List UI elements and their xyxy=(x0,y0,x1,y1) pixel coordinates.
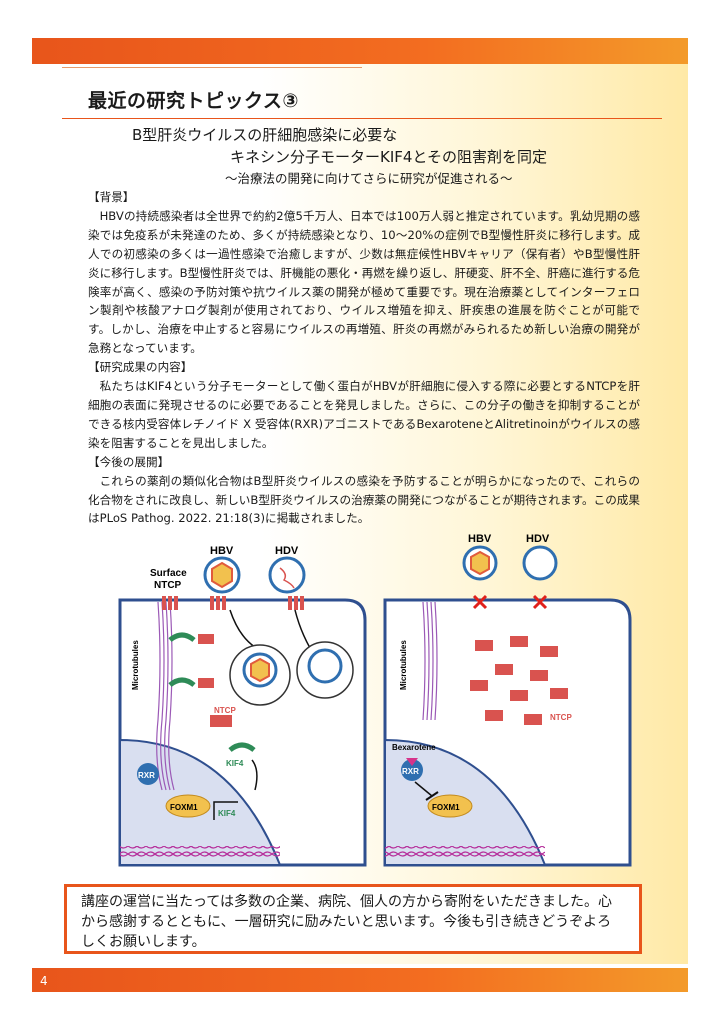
label-microtubules-left: Microtubules xyxy=(131,640,140,690)
foxm1-left xyxy=(165,794,211,818)
ntcp-free xyxy=(210,715,232,727)
mechanism-diagram-svg: Microtubules Surface NTCP HBV HDV xyxy=(118,533,632,867)
label-hbv-right: HBV xyxy=(468,533,492,545)
donation-notice: 講座の運営に当たっては多数の企業、病院、個人の方から寄附をいただきました。心から… xyxy=(64,884,642,954)
label-surface: Surface xyxy=(150,568,187,579)
surface-ntcp-shapes xyxy=(162,596,304,610)
article-body: 【背景】 HBVの持続感染者は全世界で約約2億5千万人、日本では100万人弱と推… xyxy=(88,188,640,528)
top-banner xyxy=(32,38,688,64)
label-kif4-gene: KIF4 xyxy=(218,809,236,818)
label-rxr-left: RXR xyxy=(138,771,155,780)
cytoplasmic-ntcp xyxy=(470,636,568,725)
foxm1-right xyxy=(427,794,473,818)
section-text-background: HBVの持続感染者は全世界で約約2億5千万人、日本では100万人弱と推定されてい… xyxy=(88,208,640,356)
right-panel: Microtubules HBV HDV NTCP Bexarotene RXR xyxy=(383,533,632,867)
hdv-particle-right xyxy=(522,545,558,581)
page-title: 最近の研究トピックス③ xyxy=(88,90,300,112)
left-panel: Microtubules Surface NTCP HBV HDV xyxy=(118,545,367,867)
subtitle-line-1: B型肝炎ウイルスの肝細胞感染に必要な xyxy=(132,126,398,144)
label-hdv-left: HDV xyxy=(275,545,299,557)
label-foxm1-right: FOXM1 xyxy=(432,803,460,812)
label-kif4-left: KIF4 xyxy=(226,759,244,768)
decor-line xyxy=(62,67,362,68)
label-hbv-left: HBV xyxy=(210,545,234,557)
microtubules-right xyxy=(422,601,438,721)
label-surface-ntcp: NTCP xyxy=(154,580,182,591)
rxr-left xyxy=(137,763,159,785)
section-text-outlook: これらの薬剤の類似化合物はB型肝炎ウイルスの感染を予防することが明らかになったの… xyxy=(88,473,640,526)
microtubules-left xyxy=(156,601,175,791)
dna-right xyxy=(385,846,545,858)
section-heading-background: 【背景】 xyxy=(88,190,135,204)
kif4-ntcp-cargo xyxy=(168,632,256,753)
rxr-right xyxy=(401,759,423,781)
section-heading-results: 【研究成果の内容】 xyxy=(88,360,193,375)
hdv-particle-left xyxy=(268,556,306,594)
label-bexarotene: Bexarotene xyxy=(392,743,436,752)
section-text-results: 私たちはKIF4という分子モーターとして働く蛋白がHBVが肝細胞に侵入する際に必… xyxy=(88,379,641,450)
page-number: 4 xyxy=(40,974,48,988)
subtitle-line-3: ～治療法の開発に向けてさらに研究が促進される～ xyxy=(225,171,513,186)
title-underline xyxy=(62,118,662,119)
label-microtubules-right: Microtubules xyxy=(399,640,408,690)
dna-left xyxy=(120,846,280,858)
label-rxr-right: RXR xyxy=(402,767,419,776)
block-x-marks xyxy=(472,594,548,610)
label-ntcp-right: NTCP xyxy=(550,713,572,722)
subtitle-line-2: キネシン分子モーターKIF4とその阻害剤を同定 xyxy=(230,148,547,166)
label-ntcp-left: NTCP xyxy=(214,706,236,715)
label-hdv-right: HDV xyxy=(526,533,550,545)
mechanism-diagram: Microtubules Surface NTCP HBV HDV xyxy=(110,530,640,870)
label-foxm1-left: FOXM1 xyxy=(170,803,198,812)
bottom-banner xyxy=(32,968,688,992)
bexarotene-ligand xyxy=(406,758,418,766)
section-heading-outlook: 【今後の展開】 xyxy=(88,454,170,469)
